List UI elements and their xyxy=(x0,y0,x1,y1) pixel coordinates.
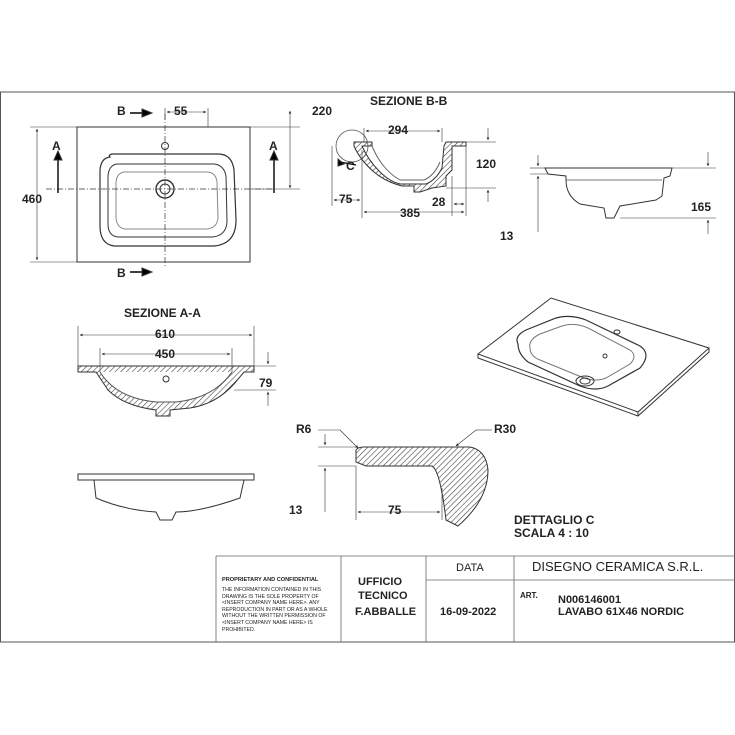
front-view xyxy=(77,473,255,521)
dim-bb-height: 120 xyxy=(476,157,497,171)
proprietary-line-5: WITHOUT THE WRITTEN PERMISSION OF xyxy=(222,613,326,620)
section-mark-b-bottom: B xyxy=(117,266,126,280)
article-code: N006146001 xyxy=(558,594,622,606)
proprietary-line-7: PROHIBITED. xyxy=(222,626,256,633)
detail-c-scale: SCALA 4 : 10 xyxy=(514,526,589,540)
article-label: ART. xyxy=(520,591,538,600)
detail-c-callout: C xyxy=(346,159,355,173)
title-block-frame xyxy=(215,555,735,642)
section-bb-title: SEZIONE B-B xyxy=(370,94,448,108)
detail-c-title: DETTAGLIO C xyxy=(514,513,595,527)
drawing-author: F.ABBALLE xyxy=(355,606,417,618)
section-mark-b-top: B xyxy=(117,104,126,118)
proprietary-heading: PROPRIETARY AND CONFIDENTIAL xyxy=(222,577,319,583)
dim-plan-width: 220 xyxy=(312,104,333,118)
proprietary-line-6: <INSERT COMPANY NAME HERE> IS xyxy=(222,620,313,626)
section-mark-a-right: A xyxy=(269,139,278,153)
isometric-view xyxy=(476,297,710,417)
proprietary-line-4: REPRODUCTION IN PART OR AS A WHOLE xyxy=(222,606,328,613)
department-line-2: TECNICO xyxy=(358,590,408,602)
detail-c-view xyxy=(318,429,492,527)
dim-bb-overall: 385 xyxy=(400,206,421,220)
dim-aa-width: 610 xyxy=(155,327,176,341)
dim-radius-r6: R6 xyxy=(296,422,312,436)
dim-side-height: 165 xyxy=(691,200,712,214)
plan-view xyxy=(30,108,300,277)
dim-bb-inner-width: 294 xyxy=(388,123,409,137)
proprietary-line-3: <INSERT COMPANY NAME HERE>. ANY xyxy=(222,600,320,607)
dim-plan-depth: 460 xyxy=(22,192,43,206)
date-label: DATA xyxy=(456,562,484,574)
section-mark-a-left: A xyxy=(52,139,61,153)
article-name: LAVABO 61X46 NORDIC xyxy=(558,606,685,618)
dim-hole-offset: 55 xyxy=(174,104,188,118)
dim-side-rim: 13 xyxy=(500,229,514,243)
dim-detail-thickness: 13 xyxy=(289,503,303,517)
section-bb-view xyxy=(331,128,496,218)
section-aa-view xyxy=(77,326,276,417)
department-line-1: UFFICIO xyxy=(358,576,402,588)
proprietary-line-2: DRAWING IS THE SOLE PROPERTY OF xyxy=(222,593,319,600)
dim-bb-left: 75 xyxy=(339,192,353,206)
dim-bb-rear: 28 xyxy=(432,195,446,209)
proprietary-line-1: THE INFORMATION CONTAINED IN THIS xyxy=(222,587,322,593)
dim-aa-depth: 79 xyxy=(259,376,273,390)
company-name: DISEGNO CERAMICA S.R.L. xyxy=(532,559,704,574)
dim-detail-length: 75 xyxy=(388,503,402,517)
drawing-date: 16-09-2022 xyxy=(440,606,497,618)
dim-radius-r30: R30 xyxy=(494,422,517,436)
section-aa-title: SEZIONE A-A xyxy=(124,306,201,320)
dim-aa-bowl-width: 450 xyxy=(155,347,176,361)
side-view xyxy=(530,152,716,234)
